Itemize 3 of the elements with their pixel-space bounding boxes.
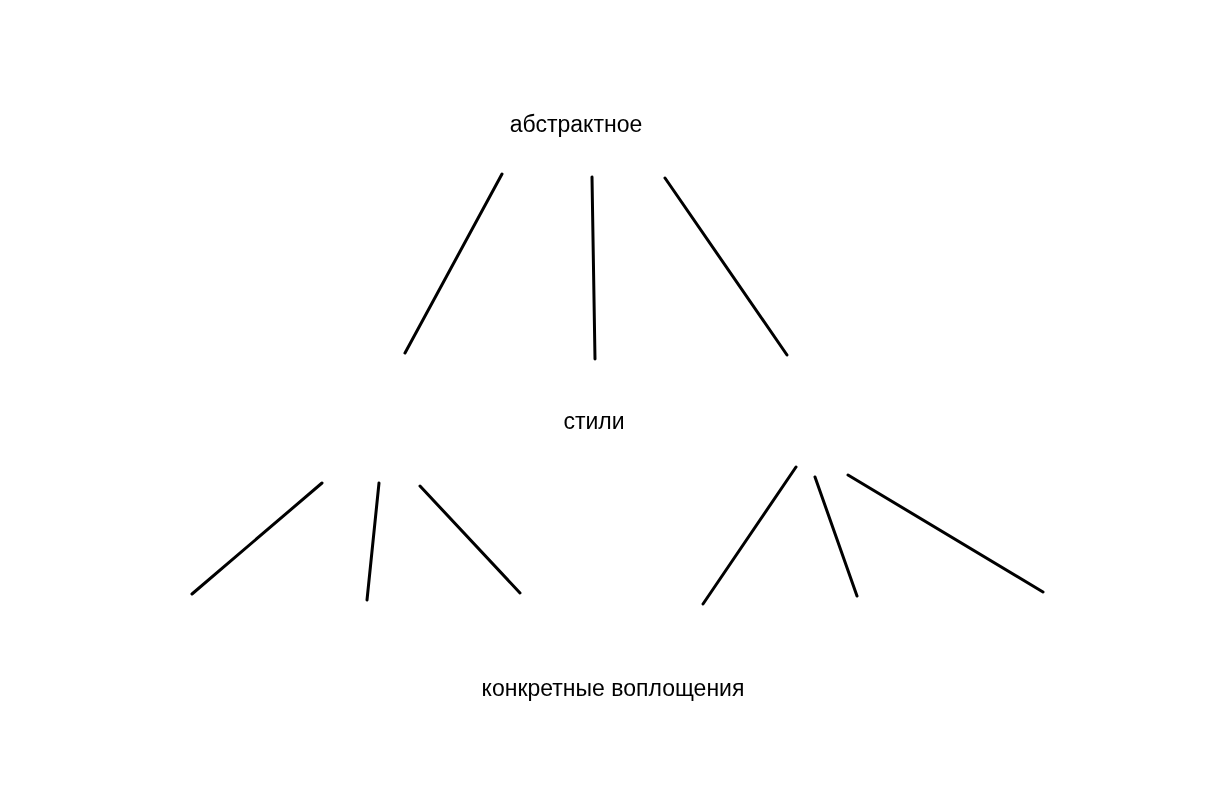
level-label: стили (563, 408, 625, 435)
level-label: конкретные воплощения (481, 675, 745, 702)
level-label: абстрактное (509, 111, 643, 138)
